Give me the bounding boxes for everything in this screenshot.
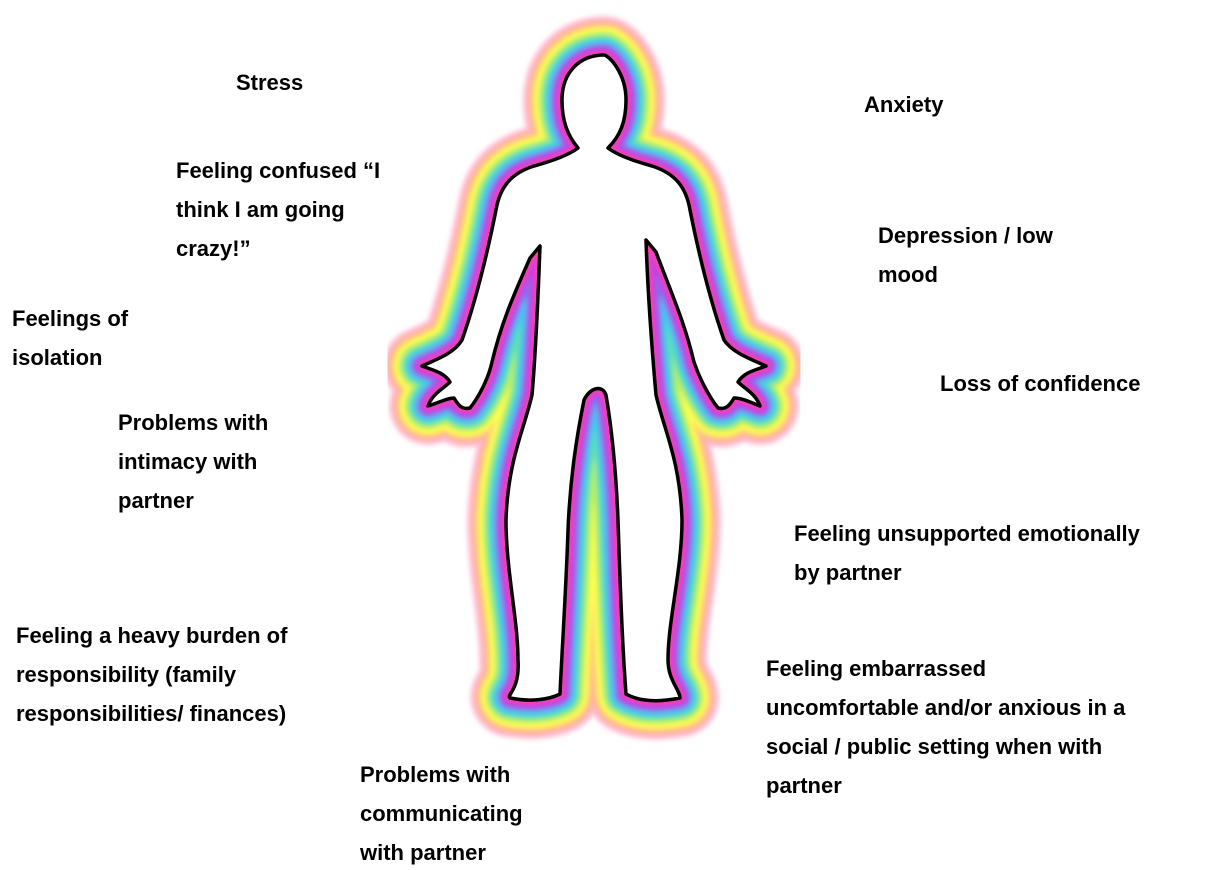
label-line: partner xyxy=(766,766,1125,805)
label-line: with partner xyxy=(360,833,523,870)
label-line: intimacy with xyxy=(118,442,268,481)
label-feeling-embarrassed: Feeling embarrassed uncomfortable and/or… xyxy=(766,649,1125,805)
label-line: communicating xyxy=(360,794,523,833)
label-line: Loss of confidence xyxy=(940,364,1140,403)
label-line: Feeling unsupported emotionally xyxy=(794,514,1140,553)
label-line: Anxiety xyxy=(864,85,943,124)
label-line: Stress xyxy=(236,63,303,102)
label-line: social / public setting when with xyxy=(766,727,1125,766)
label-line: Feeling a heavy burden of xyxy=(16,616,287,655)
label-line: responsibility (family xyxy=(16,655,287,694)
label-feelings-of-isolation: Feelings of isolation xyxy=(12,299,128,377)
label-line: Problems with xyxy=(118,403,268,442)
label-line: isolation xyxy=(12,338,128,377)
label-line: responsibilities/ finances) xyxy=(16,694,287,733)
label-line: Feelings of xyxy=(12,299,128,338)
label-line: mood xyxy=(878,255,1053,294)
label-problems-intimacy: Problems with intimacy with partner xyxy=(118,403,268,520)
label-anxiety: Anxiety xyxy=(864,85,943,124)
label-line: think I am going xyxy=(176,190,380,229)
label-line: Depression / low xyxy=(878,216,1053,255)
label-line: Feeling confused “I xyxy=(176,151,380,190)
label-feeling-unsupported: Feeling unsupported emotionally by partn… xyxy=(794,514,1140,592)
label-stress: Stress xyxy=(236,63,303,102)
label-heavy-burden: Feeling a heavy burden of responsibility… xyxy=(16,616,287,733)
label-depression: Depression / low mood xyxy=(878,216,1053,294)
label-problems-communicating: Problems with communicating with partner xyxy=(360,755,523,870)
label-line: Problems with xyxy=(360,755,523,794)
label-line: by partner xyxy=(794,553,1140,592)
label-line: crazy!” xyxy=(176,229,380,268)
label-loss-of-confidence: Loss of confidence xyxy=(940,364,1140,403)
label-line: partner xyxy=(118,481,268,520)
label-line: Feeling embarrassed xyxy=(766,649,1125,688)
label-feeling-confused: Feeling confused “I think I am going cra… xyxy=(176,151,380,268)
label-line: uncomfortable and/or anxious in a xyxy=(766,688,1125,727)
